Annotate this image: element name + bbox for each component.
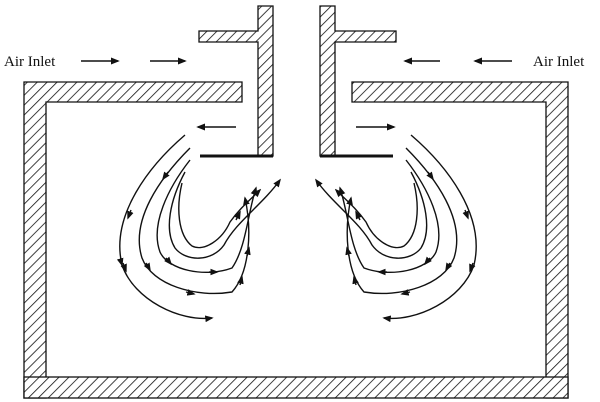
wall-top-left bbox=[23, 81, 243, 399]
wall-bottom bbox=[23, 376, 569, 399]
arrowhead bbox=[469, 262, 476, 273]
left-vortex bbox=[116, 134, 281, 323]
arrowhead bbox=[423, 256, 432, 266]
arrowhead bbox=[355, 210, 363, 221]
streamline bbox=[178, 182, 262, 249]
arrowhead bbox=[352, 275, 359, 286]
air-inlet-label-left: Air Inlet bbox=[4, 54, 56, 70]
arrowhead bbox=[120, 262, 127, 273]
wall-top-right bbox=[351, 81, 569, 399]
streamline bbox=[338, 159, 440, 274]
inlet-ducts bbox=[198, 5, 397, 157]
arrowhead bbox=[127, 209, 134, 220]
arrowhead bbox=[445, 262, 453, 272]
arrowhead bbox=[164, 256, 173, 266]
arrowhead bbox=[162, 171, 170, 181]
streamline bbox=[168, 171, 281, 259]
arrowhead bbox=[400, 289, 411, 296]
arrowhead bbox=[233, 210, 241, 221]
enclosure bbox=[23, 81, 569, 399]
streamline bbox=[382, 134, 477, 323]
streamline bbox=[116, 134, 214, 323]
arrowhead bbox=[143, 262, 151, 272]
streamline bbox=[315, 171, 428, 259]
arrowhead bbox=[244, 246, 251, 257]
arrowhead bbox=[462, 209, 469, 220]
duct-left bbox=[198, 5, 274, 157]
arrowhead bbox=[185, 289, 196, 296]
arrowhead bbox=[237, 275, 244, 286]
arrowhead bbox=[345, 246, 352, 257]
left-vortex-arrowheads bbox=[120, 171, 251, 296]
arrowhead bbox=[426, 171, 434, 181]
streamline bbox=[334, 182, 418, 249]
air-inlet-label-right: Air Inlet bbox=[533, 54, 585, 70]
duct-right bbox=[319, 5, 397, 157]
streamline bbox=[156, 159, 258, 274]
right-vortex bbox=[315, 134, 477, 323]
